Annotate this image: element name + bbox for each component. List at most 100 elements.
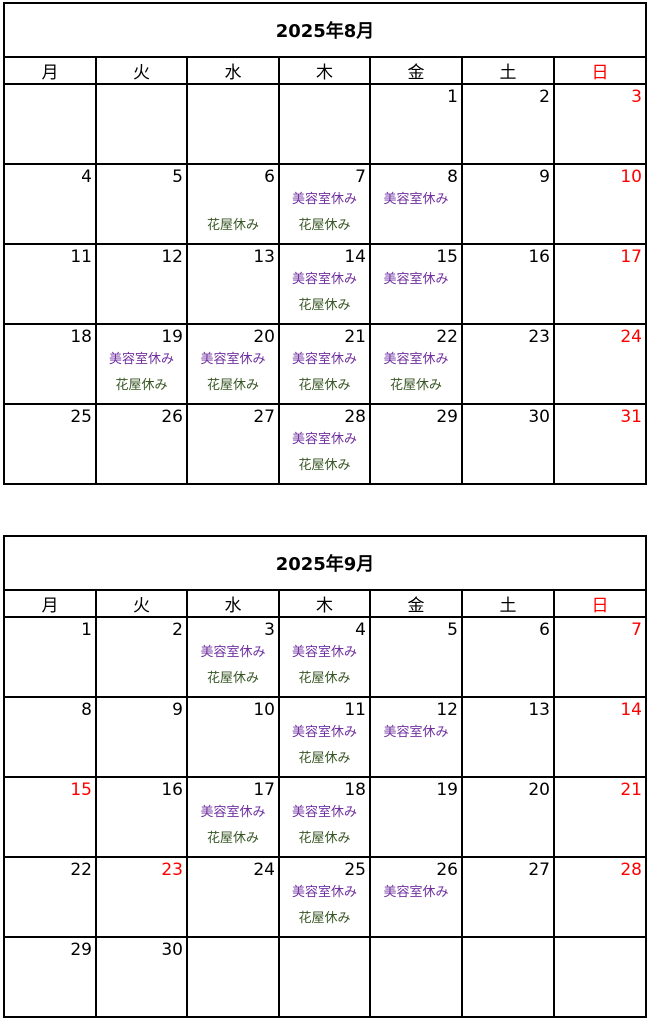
day-number: 1 [447, 87, 458, 107]
calendar-title: 2025年9月 [3, 535, 647, 591]
day-number: 26 [436, 860, 458, 880]
day-cell: 13 [186, 243, 280, 325]
day-number: 13 [528, 700, 550, 720]
empty-day-cell [3, 83, 97, 165]
weekday-header: 水 [186, 56, 280, 85]
weekday-header: 日 [553, 56, 647, 85]
day-number: 20 [253, 327, 275, 347]
day-number: 17 [620, 247, 642, 267]
day-cell: 19 [369, 776, 463, 858]
weekday-header: 金 [369, 56, 463, 85]
day-number: 29 [436, 407, 458, 427]
day-cell: 15 [3, 776, 97, 858]
empty-day-cell [95, 83, 188, 165]
day-number [97, 85, 186, 87]
day-number: 8 [447, 167, 458, 187]
day-cell: 5 [369, 616, 463, 698]
event-biyou-closed: 美容室休み [291, 645, 357, 660]
day-cell: 29 [3, 936, 97, 1018]
day-number: 21 [620, 780, 642, 800]
weekday-header: 月 [3, 56, 97, 85]
day-cell: 23 [461, 323, 555, 405]
empty-day-cell [461, 936, 555, 1018]
day-cell: 20 美容室休み花屋休み [186, 323, 280, 405]
event-biyou-closed: 美容室休み [291, 432, 357, 447]
day-cell: 24 [186, 856, 280, 938]
event-hanaya-closed: 花屋休み [389, 378, 442, 393]
day-number [463, 938, 553, 940]
day-number: 9 [172, 700, 183, 720]
weekday-header: 火 [95, 56, 188, 85]
day-number: 25 [70, 407, 92, 427]
day-number: 18 [344, 780, 366, 800]
day-number: 3 [631, 87, 642, 107]
day-cell: 28 [553, 856, 647, 938]
day-cell: 9 [95, 696, 188, 778]
weekday-header-row: 月火水木金土日 [3, 56, 647, 85]
day-cell: 16 [461, 243, 555, 325]
event-hanaya-closed: 花屋休み [206, 378, 259, 393]
weekday-header: 日 [553, 589, 647, 618]
day-cell: 14 [553, 696, 647, 778]
day-number: 12 [161, 247, 183, 267]
day-number: 5 [172, 167, 183, 187]
day-cell: 2 [461, 83, 555, 165]
day-number: 10 [253, 700, 275, 720]
day-number: 16 [161, 780, 183, 800]
day-cell: 27 [461, 856, 555, 938]
event-hanaya-closed: 花屋休み [298, 831, 351, 846]
day-number: 14 [344, 247, 366, 267]
day-number: 4 [355, 620, 366, 640]
day-cell: 23 [95, 856, 188, 938]
day-cell: 17 [553, 243, 647, 325]
day-number: 14 [620, 700, 642, 720]
day-number: 25 [344, 860, 366, 880]
day-number [280, 938, 369, 940]
day-cell: 9 [461, 163, 555, 245]
weekday-header: 土 [461, 589, 555, 618]
day-number: 20 [528, 780, 550, 800]
day-cell: 24 [553, 323, 647, 405]
day-number: 18 [70, 327, 92, 347]
calendar-title: 2025年8月 [3, 2, 647, 58]
weekday-header: 木 [278, 589, 371, 618]
day-cell: 1 [3, 616, 97, 698]
day-number: 15 [70, 780, 92, 800]
event-biyou-closed: 美容室休み [200, 352, 266, 367]
event-biyou-closed: 美容室休み [383, 352, 449, 367]
day-number: 6 [264, 167, 275, 187]
day-cell: 13 [461, 696, 555, 778]
event-hanaya-closed: 花屋休み [206, 218, 259, 233]
day-number: 13 [253, 247, 275, 267]
day-number: 10 [620, 167, 642, 187]
day-number: 4 [81, 167, 92, 187]
day-number: 11 [344, 700, 366, 720]
day-number: 23 [161, 860, 183, 880]
event-biyou-closed: 美容室休み [108, 352, 174, 367]
weekday-header: 月 [3, 589, 97, 618]
day-cell: 25 [3, 403, 97, 485]
day-number: 7 [631, 620, 642, 640]
event-hanaya-closed: 花屋休み [298, 218, 351, 233]
day-cell: 27 [186, 403, 280, 485]
day-number: 17 [253, 780, 275, 800]
event-biyou-closed: 美容室休み [383, 725, 449, 740]
day-cell: 6 [461, 616, 555, 698]
day-cell: 5 [95, 163, 188, 245]
weekday-header: 火 [95, 589, 188, 618]
day-number: 31 [620, 407, 642, 427]
day-cell: 30 [461, 403, 555, 485]
day-number: 23 [528, 327, 550, 347]
day-cell: 1 [369, 83, 463, 165]
